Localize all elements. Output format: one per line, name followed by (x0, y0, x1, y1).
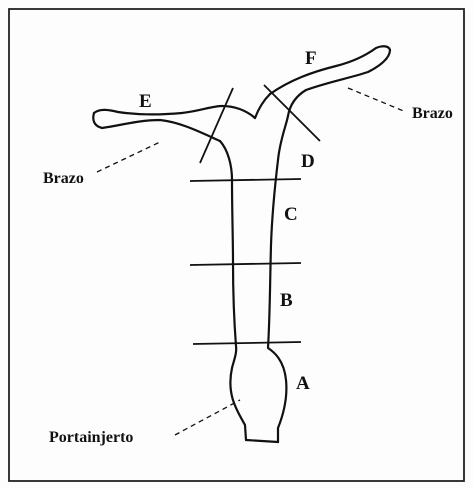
leader-lines (97, 88, 406, 435)
leader-brazo-right (348, 88, 406, 112)
right-arm-lower-edge (288, 50, 390, 116)
section-lines (190, 85, 320, 344)
callout-portainjerto: Portainjerto (49, 429, 133, 446)
segment-label-d: D (301, 151, 315, 172)
segment-label-f: F (305, 48, 317, 69)
leader-portainjerto (175, 400, 240, 435)
segment-label-a: A (296, 373, 310, 394)
left-arm-upper-edge (94, 106, 255, 118)
leader-brazo-left (97, 142, 160, 172)
rootstock-base (246, 440, 278, 442)
section-line-d-c (190, 179, 301, 181)
crotch-edge (255, 94, 270, 118)
trunk-left-edge (220, 141, 246, 440)
segment-label-b: B (280, 290, 293, 311)
tree-outline (93, 46, 390, 442)
callout-brazo-right: Brazo (412, 105, 453, 122)
trunk-right-edge (268, 116, 288, 442)
section-line-f (264, 85, 320, 141)
left-arm-lower-edge (93, 113, 220, 141)
segment-label-c: C (284, 204, 298, 225)
segment-label-e: E (139, 91, 152, 112)
section-line-b-a (193, 342, 301, 344)
section-line-c-b (190, 263, 301, 265)
callout-brazo-left: Brazo (43, 170, 84, 187)
